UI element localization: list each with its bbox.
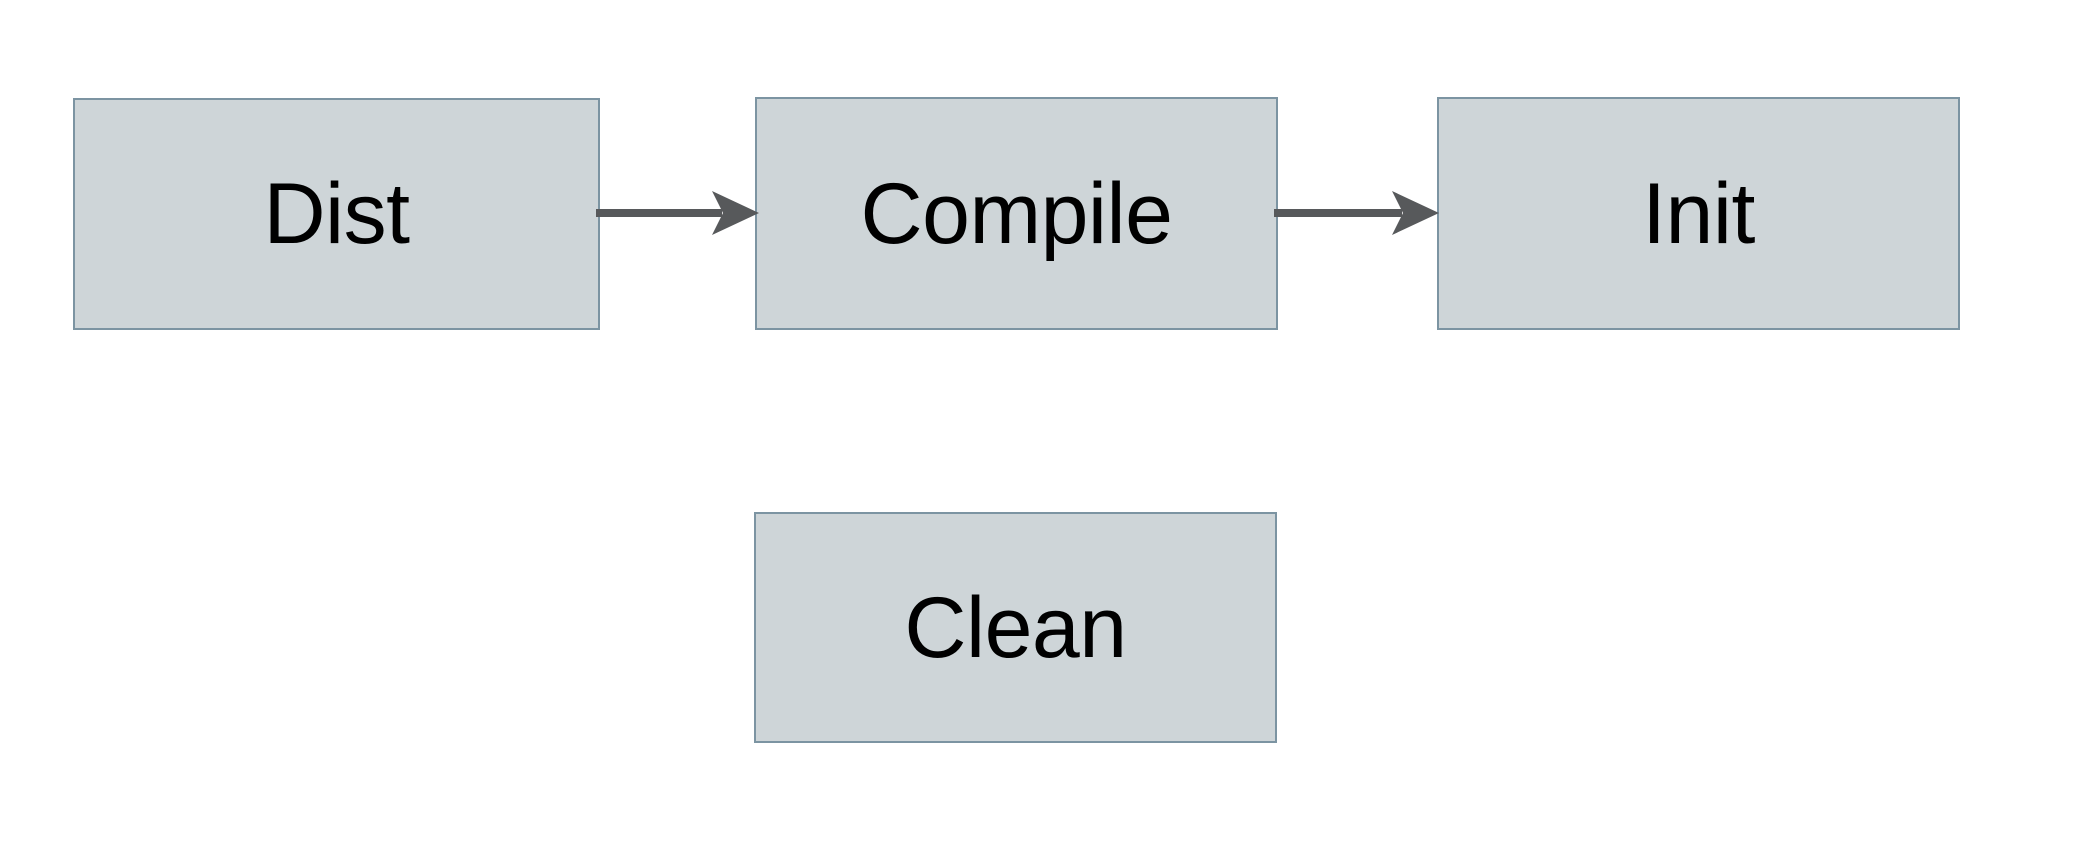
node-compile-label: Compile <box>860 165 1173 262</box>
edge-compile-to-init[interactable] <box>1274 183 1441 245</box>
node-init-label: Init <box>1642 165 1755 262</box>
arrowhead-icon <box>1392 191 1439 235</box>
node-dist[interactable]: Dist <box>73 98 600 330</box>
arrowhead-icon <box>712 191 759 235</box>
node-clean-label: Clean <box>904 579 1127 676</box>
node-compile[interactable]: Compile <box>755 97 1278 330</box>
node-init[interactable]: Init <box>1437 97 1960 330</box>
node-clean[interactable]: Clean <box>754 512 1277 743</box>
edge-dist-to-compile[interactable] <box>596 183 761 245</box>
node-dist-label: Dist <box>263 166 410 262</box>
